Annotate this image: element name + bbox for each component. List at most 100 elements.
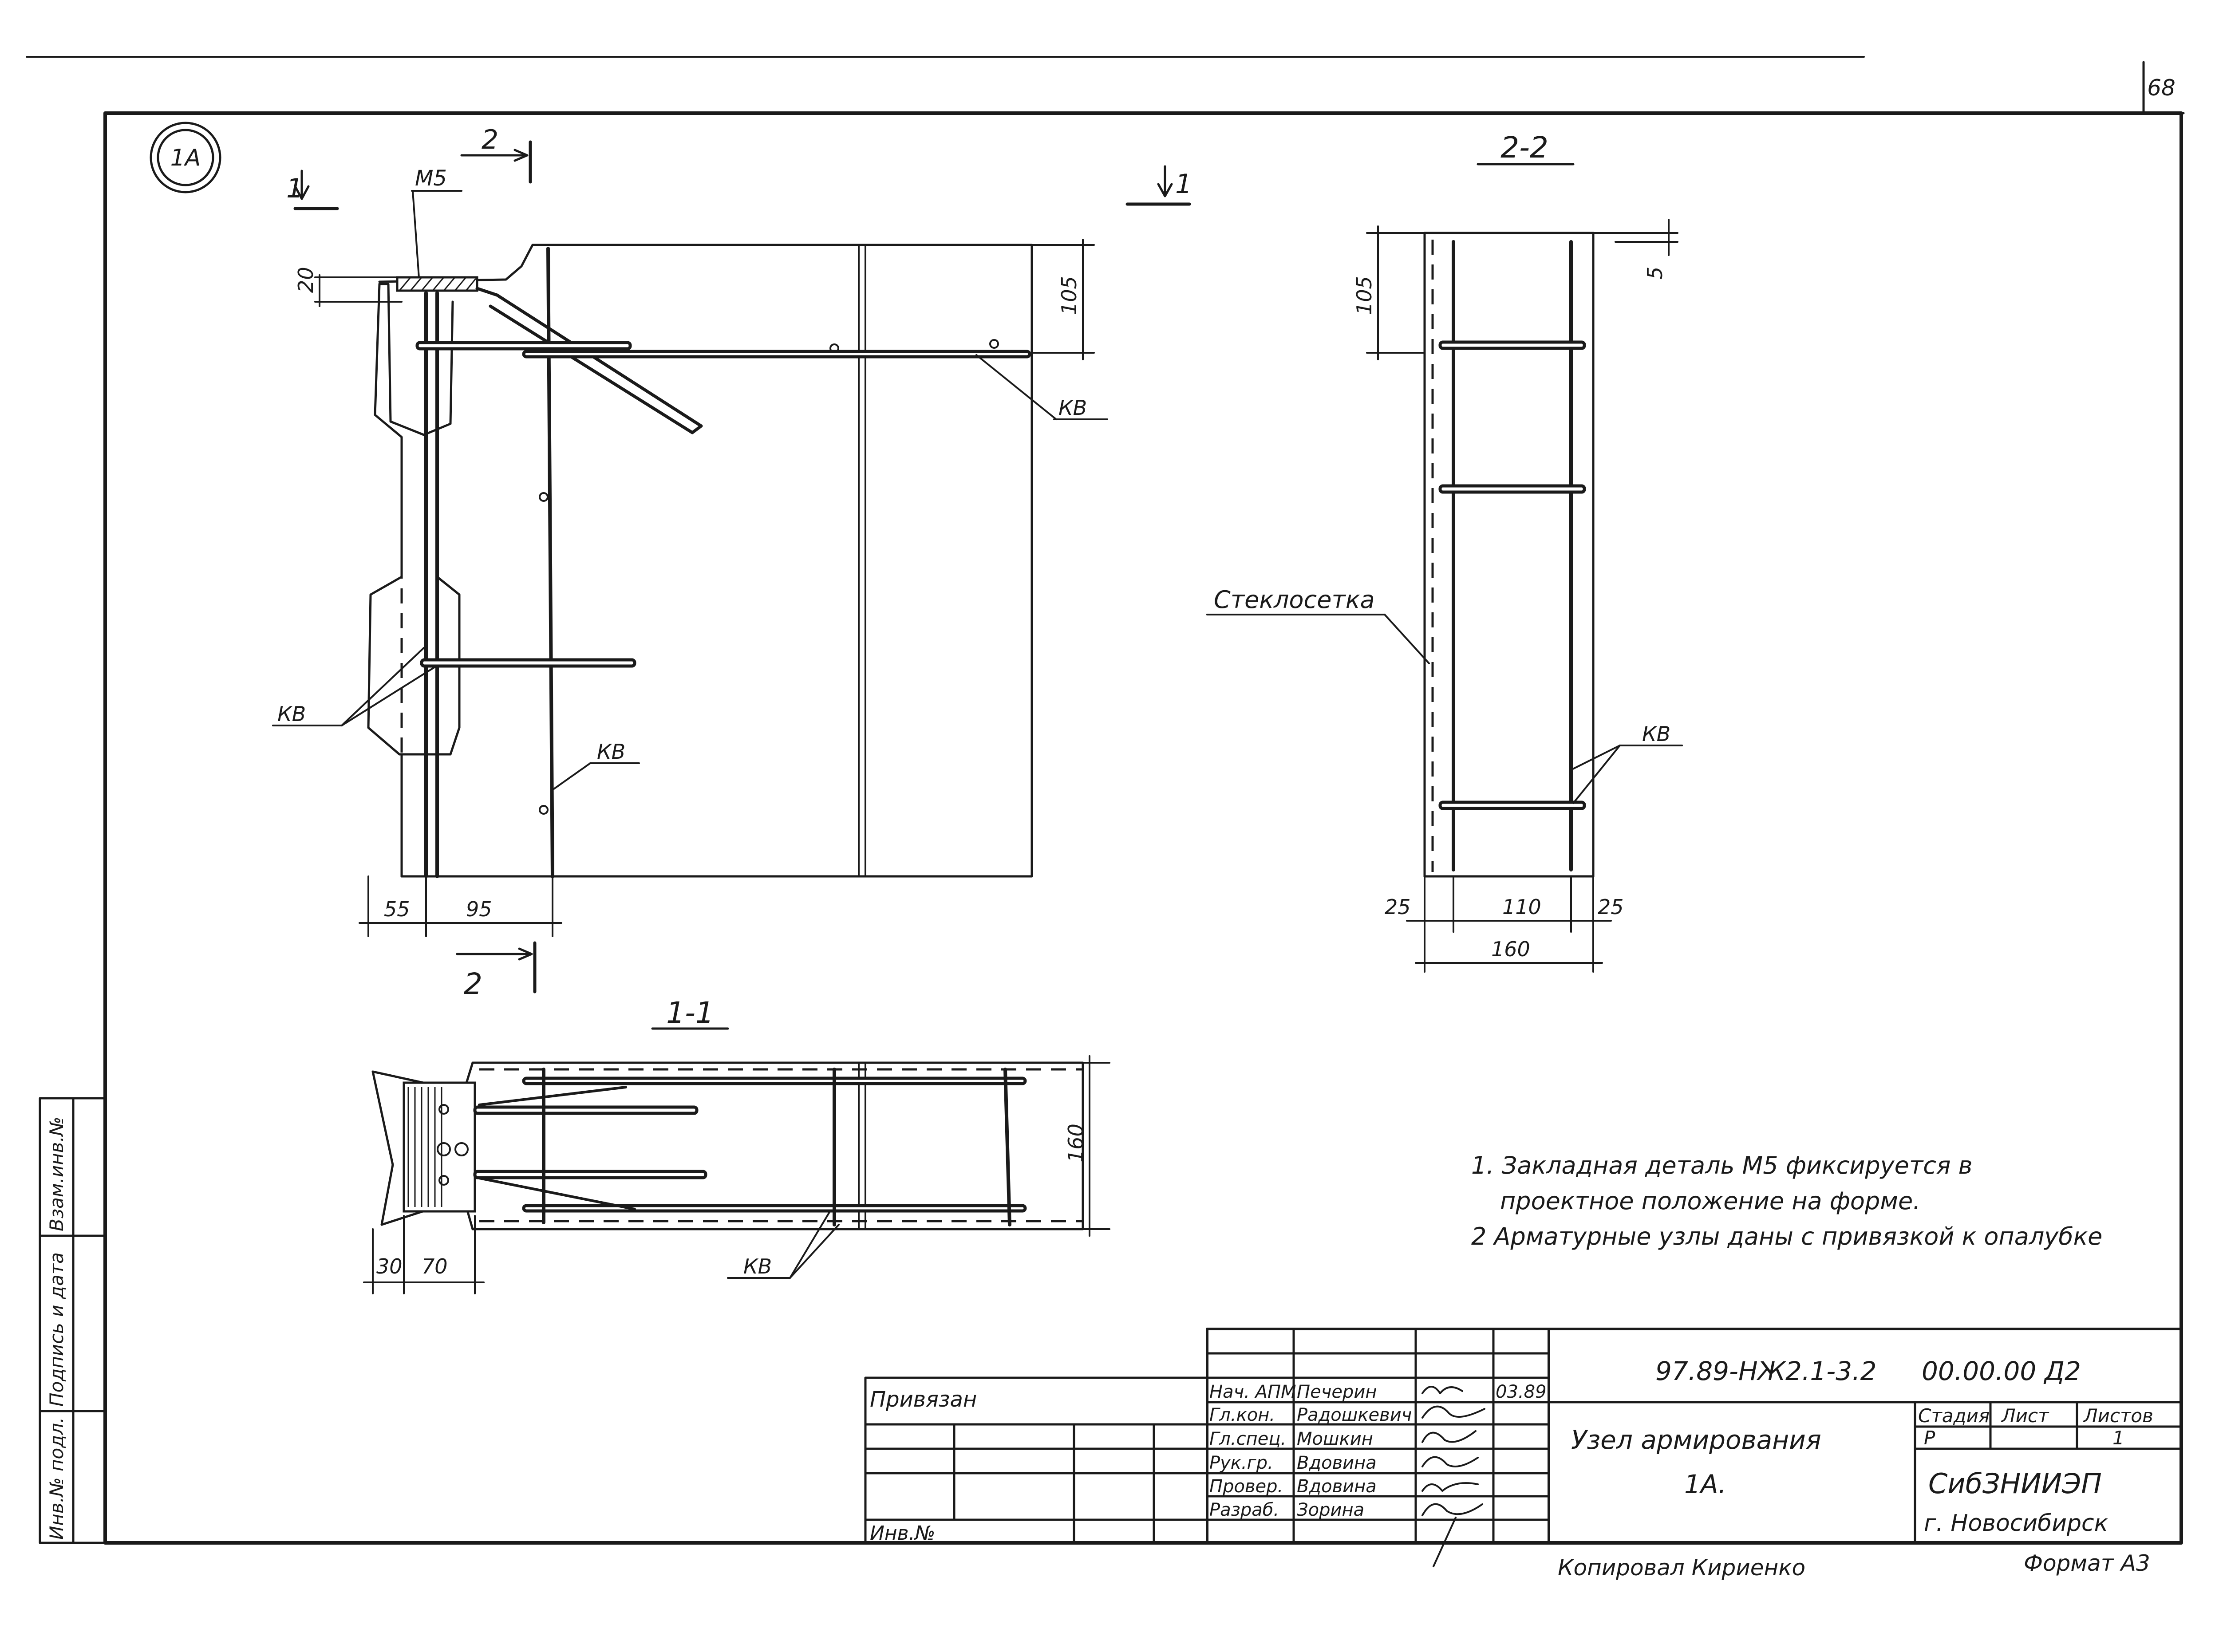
name-0: Печерин — [1297, 1382, 1377, 1402]
kv-label-top: КВ — [1058, 396, 1087, 420]
title-block: Привязан Инв.№ Нач. АПМ Гл.кон. Гл.спец.… — [864, 1328, 2183, 1567]
kv-label-left: КВ — [277, 702, 306, 726]
s22-kv-label: КВ — [1642, 722, 1670, 746]
privyazan-box — [864, 1376, 1208, 1544]
s22-cross-bar-2 — [1438, 484, 1586, 494]
left-strip-inv-podl: Инв.№ подл. — [46, 1417, 67, 1540]
upper-rib — [378, 283, 454, 436]
s22-dim-105: 105 — [1352, 276, 1376, 315]
role-4: Провер. — [1209, 1476, 1283, 1497]
s11-hole-1 — [437, 1142, 451, 1156]
s11-bar-long-top — [522, 1076, 1027, 1085]
signature-5 — [1421, 1503, 1483, 1567]
s22-dim-25-left: 25 — [1385, 895, 1411, 919]
bar-end-1 — [829, 343, 839, 353]
section-2-mark-top: 2 — [460, 124, 532, 184]
left-strip-signature-date: Подпись и дата — [46, 1252, 67, 1407]
role-5: Разраб. — [1209, 1500, 1279, 1520]
section-1-1-title: 1-1 — [666, 996, 714, 1030]
s11-bar-2 — [473, 1170, 707, 1179]
org-city: г. Новосибирск — [1924, 1510, 2108, 1537]
kv-right-leader — [552, 762, 591, 791]
sheet-number: 68 — [2147, 75, 2176, 101]
kv-label-right: КВ — [597, 740, 625, 764]
dim-95: 95 — [466, 897, 492, 921]
s11-kv-leader-2 — [789, 1224, 840, 1279]
dim-20: 20 — [294, 267, 318, 293]
s11-bar-1 — [473, 1105, 699, 1115]
s11-vertical-bar-3 — [1003, 1068, 1011, 1226]
s11-bar-long-bottom — [522, 1204, 1027, 1213]
s11-hole-3 — [438, 1175, 449, 1186]
s22-cross-bar-3 — [1438, 800, 1586, 810]
cut-arrow-head — [513, 149, 529, 162]
section-2-2-view: 2-2 105 5 25 110 25 160 Стекло — [1206, 130, 1683, 973]
signature-4 — [1421, 1482, 1479, 1492]
s22-dim-160: 160 — [1491, 937, 1530, 961]
s22-dim-25-right: 25 — [1598, 895, 1624, 919]
signatures — [1421, 1386, 1485, 1567]
kv-left-leader-1 — [341, 647, 425, 726]
bar-end-4 — [539, 805, 549, 815]
signature-1 — [1421, 1405, 1485, 1419]
footer-format: Формат А3 — [2024, 1550, 2150, 1576]
notes: 1. Закладная деталь М5 фиксируется в про… — [1471, 1151, 2102, 1250]
role-1: Гл.кон. — [1209, 1405, 1275, 1425]
node-mark: 1A — [150, 122, 221, 193]
title-line-2: 1А. — [1684, 1469, 1726, 1499]
kv-left-leader-2 — [341, 665, 438, 726]
s22-kv-leader-2 — [1572, 745, 1621, 804]
horizontal-bar-top — [415, 341, 632, 351]
m5-leader — [412, 190, 420, 285]
signature-0 — [1421, 1386, 1463, 1394]
name-1: Радошкевич — [1297, 1405, 1412, 1425]
s11-contour — [371, 1061, 1084, 1230]
note-1-line-1: 1. Закладная деталь М5 фиксируется в — [1471, 1151, 1972, 1179]
doc-code-2: 00.00.00 Д2 — [1922, 1356, 2081, 1386]
stekloset-label: Стеклосетка — [1214, 586, 1375, 614]
s22-dim-110: 110 — [1502, 895, 1541, 919]
section-1-mark-right: 1 — [1125, 165, 1192, 206]
s11-kv-label: КВ — [743, 1254, 772, 1278]
name-2: Мошкин — [1297, 1429, 1373, 1449]
node-mark-outer-circle — [150, 122, 221, 193]
cut-label: 2 — [464, 967, 482, 1001]
elevation-view: 1 1 2 2 М5 — [272, 124, 1192, 1001]
cut-label: 1 — [286, 173, 303, 204]
note-1-line-2: проектное положение на форме. — [1500, 1187, 1920, 1215]
cut-arrow-head — [1157, 183, 1173, 197]
stage-header-listov: Листов — [2083, 1405, 2153, 1427]
role-3: Рук.гр. — [1209, 1453, 1273, 1473]
cut-label: 2 — [482, 124, 498, 155]
s11-embedded-hatch — [407, 1087, 442, 1207]
name-5: Зорина — [1297, 1500, 1364, 1520]
embedded-plate-hatch — [399, 277, 477, 291]
section-1-mark-left: 1 — [286, 170, 339, 210]
s22-cross-bar-1 — [1438, 340, 1586, 350]
section-1-1-view: 1-1 1 — [363, 996, 1110, 1294]
s11-hole-4 — [438, 1104, 449, 1115]
s11-embedded-plate — [403, 1081, 476, 1213]
privyazan-label: Привязан — [870, 1387, 977, 1412]
title-line-1: Узел армирования — [1571, 1425, 1821, 1455]
org-name: СибЗНИИЭП — [1928, 1467, 2102, 1500]
section-2-mark-bottom: 2 — [456, 941, 537, 1001]
date-value: 03.89 — [1496, 1382, 1547, 1402]
node-mark-label: 1A — [170, 145, 201, 171]
anchor-bar — [475, 287, 703, 434]
s11-anchor-2 — [478, 1177, 636, 1210]
s22-dim-5: 5 — [1643, 267, 1667, 280]
s11-anchor-1 — [478, 1086, 627, 1106]
s11-dim-70: 70 — [422, 1254, 448, 1278]
s11-dim-30: 30 — [376, 1254, 403, 1278]
panel-contour-top-right — [378, 244, 1033, 878]
inv-no-label: Инв.№ — [870, 1522, 935, 1545]
lower-rib — [367, 283, 461, 756]
s22-kv-leader-1 — [1570, 745, 1621, 771]
dim-55: 55 — [384, 897, 410, 921]
name-4: Вдовина — [1297, 1476, 1377, 1497]
stage-header-stadia: Стадия — [1918, 1405, 1990, 1427]
bar-end-2 — [989, 339, 999, 349]
s11-hole-2 — [454, 1142, 469, 1156]
